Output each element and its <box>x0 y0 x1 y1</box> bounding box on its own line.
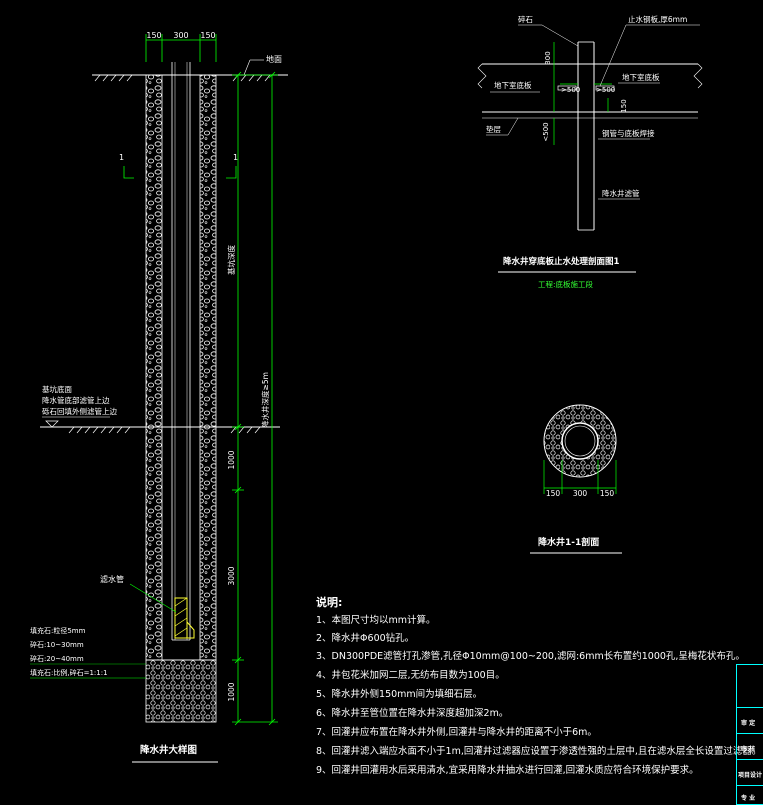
detail-top-drawing: >500 >500 300 150 <500 碎石 止水钢板,厚6mm 地下室底… <box>477 14 703 289</box>
top-dimension <box>145 34 217 62</box>
section-mark-right <box>226 166 237 179</box>
section-mark-left <box>123 166 134 179</box>
note-item-9: 9、回灌井回灌用水后采用清水,宜采用降水井抽水进行回灌,回灌水质应符合环境保护要… <box>316 765 699 776</box>
detail-dim-500-left: >500 <box>561 86 580 94</box>
ground-label: 地面 <box>266 54 282 64</box>
detail-dim-500-right: >500 <box>596 86 615 94</box>
dim-top-150-right: 150 <box>200 31 215 40</box>
dim-top-150-left: 150 <box>146 31 161 40</box>
section-mark-left-label: 1 <box>119 153 124 162</box>
steel-plate-left <box>557 85 577 91</box>
main-well-drawing: 150 300 150 地面 滤水管 1 <box>30 31 288 763</box>
depth-1000-upper: 1000 <box>227 450 236 469</box>
note-item-6: 6、降水井至管位置在降水井深度超加深2m。 <box>316 708 509 719</box>
section-dim-150-right: 150 <box>600 489 615 498</box>
section-inner-circle <box>561 422 599 460</box>
label-sub-floor-right: 地下室底板 <box>622 72 660 82</box>
layer-label-1: 基坑底面 <box>42 384 72 394</box>
note-item-7: 7、回灌井应布置在降水井外侧,回灌井与降水井的距离不小于6m。 <box>316 727 597 738</box>
label-well-pipe: 降水井滤管 <box>602 188 640 198</box>
gravel-fill-right <box>199 74 217 661</box>
depth-label-total: 降水井深度≥5m <box>260 372 270 428</box>
title-block-review: 审 核 <box>741 746 756 753</box>
depth-label-pit: 基坑深度 <box>226 245 236 275</box>
label-weld: 钢管与底板焊接 <box>602 128 655 138</box>
depth-1000-lower: 1000 <box>227 682 236 701</box>
title-block: 审 定 审 核 项目设计 专 业 <box>736 664 763 805</box>
label-sub-floor-left: 地下室底板 <box>494 80 532 90</box>
label-cushion: 垫层 <box>486 124 501 134</box>
layer-label-3: 砾石回填外侧滤管上边 <box>42 406 117 416</box>
ground-hatch-left <box>94 74 133 82</box>
ground-hatch-right <box>232 74 271 82</box>
note-item-3: 3、DN300PDE滤管打孔渗管,孔径Φ10mm@100~200,滤网:6mm长… <box>316 651 745 662</box>
fill-label-2: 碎石:10~30mm <box>30 640 84 649</box>
title-block-designer: 项目设计 <box>738 772 763 779</box>
detail-top-title: 降水井穿底板止水处理剖面图1 <box>503 256 620 267</box>
section-title: 降水井1-1剖面 <box>538 536 599 548</box>
label-steel-plate: 止水钢板,厚6mm <box>628 14 687 24</box>
note-item-4: 4、井包花米加网二层,无纺布目数为100目。 <box>316 670 505 681</box>
section-1-1-drawing: 150 300 150 降水井1-1剖面 <box>530 404 622 554</box>
note-item-2: 2、降水井Φ600钻孔。 <box>316 633 415 644</box>
layer-label-2: 降水管底部滤管上边 <box>42 395 110 405</box>
note-item-5: 5、降水井外侧150mm间为填细石层。 <box>316 689 483 700</box>
note-item-8: 8、回灌井滤入端应水面不小于1m,回灌井过滤器应设置于渗透性强的土层中,且在滤水… <box>316 746 762 757</box>
detail-dim-lt500: <500 <box>542 122 550 141</box>
label-gravel: 碎石 <box>518 14 533 24</box>
detail-dim-300: 300 <box>544 51 552 64</box>
fill-label-3: 碎石:20~40mm <box>30 654 84 663</box>
section-dim-300: 300 <box>573 489 588 498</box>
main-drawing-title: 降水井大样图 <box>140 744 197 756</box>
title-block-discipline: 专 业 <box>741 795 756 802</box>
gravel-fill-bottom <box>145 659 217 723</box>
dim-top-300: 300 <box>173 31 188 40</box>
notes-heading: 说明: <box>316 596 343 609</box>
fill-label-1: 填充石:粒径5mm <box>30 626 86 635</box>
depth-dimensions <box>232 71 278 726</box>
depth-3000: 3000 <box>227 566 236 585</box>
note-item-1: 1、本图尺寸均以mm计算。 <box>316 615 436 626</box>
filter-label: 滤水管 <box>100 574 124 584</box>
detail-dim-150: 150 <box>620 99 628 112</box>
detail-top-subtitle: 工程:底板施工段 <box>538 279 594 289</box>
steel-plate-right <box>595 85 615 91</box>
fill-label-4: 填充石:比例,碎石=1:1:1 <box>30 668 108 677</box>
section-mark-right-label: 1 <box>233 153 238 162</box>
gravel-fill-left <box>145 74 163 661</box>
title-block-approve: 审 定 <box>741 720 756 727</box>
section-dim-150-left: 150 <box>546 489 561 498</box>
